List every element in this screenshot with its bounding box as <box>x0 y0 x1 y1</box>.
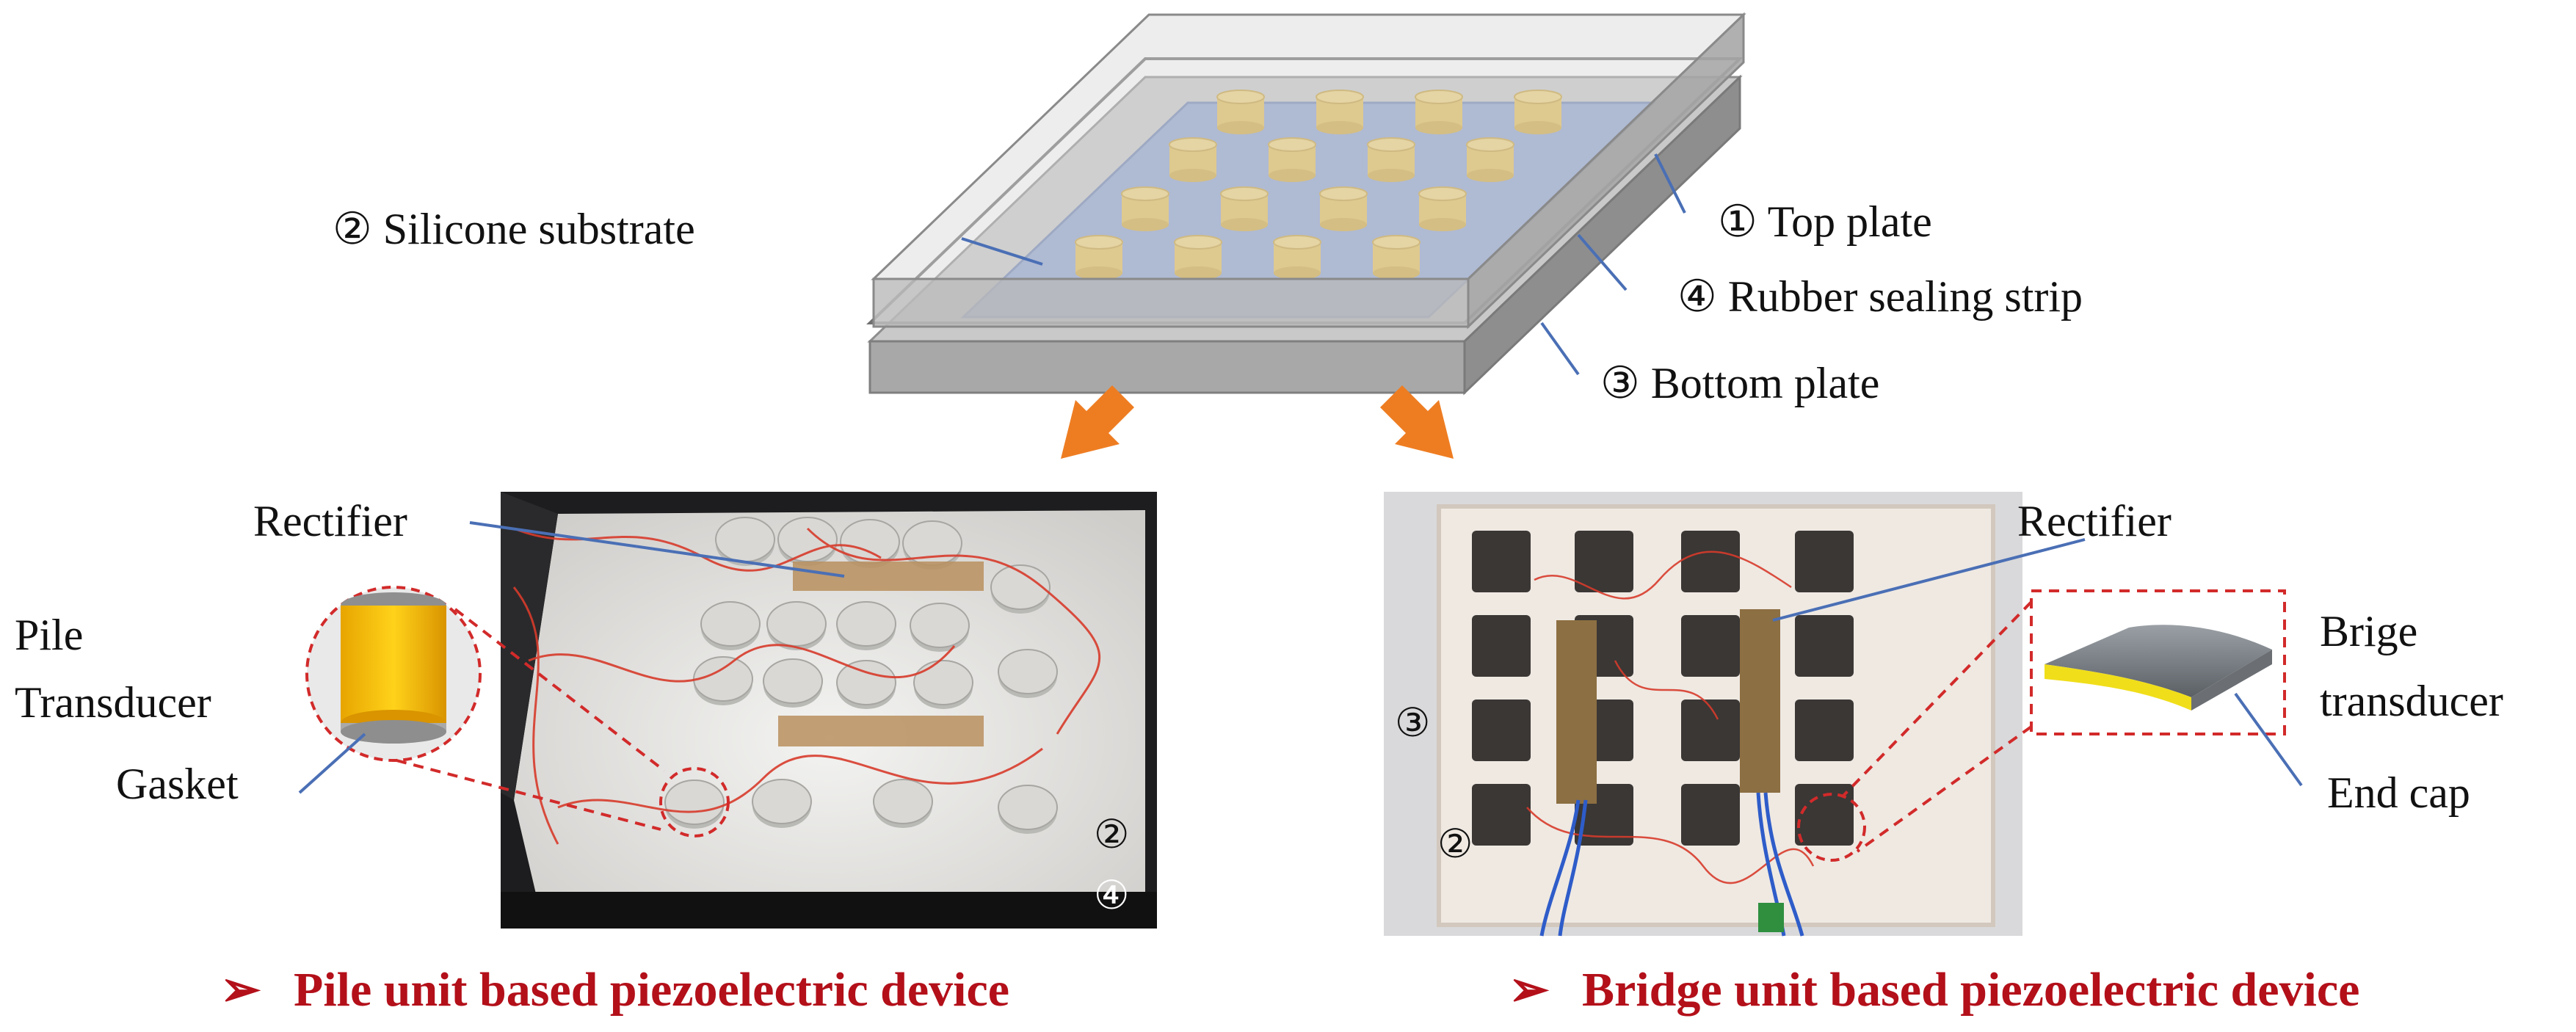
rectifier-board-left <box>1556 620 1597 804</box>
rubber-sealing-strip-label: ④ Rubber sealing strip <box>1677 272 2083 321</box>
caption-left: Pile unit based piezoelectric device <box>294 963 1009 1017</box>
bridge-pad <box>1472 531 1531 592</box>
rectifier-right-leader <box>1772 538 2086 622</box>
gasket-leader <box>298 733 366 794</box>
bridge-pad <box>1795 615 1854 677</box>
rectifier-board-top <box>793 562 984 591</box>
bridge-pad <box>1472 784 1531 846</box>
bridge-pad <box>1795 531 1854 592</box>
photo-marker-2-left: ② <box>1094 811 1129 857</box>
pile-disc <box>693 656 753 705</box>
pile-disc <box>752 779 812 828</box>
transducer-cylinder <box>1418 186 1467 231</box>
bridge-pad <box>1681 531 1740 592</box>
caption-left-bullet: ➢ <box>220 963 261 1017</box>
top-plate-label: ① Top plate <box>1718 197 1932 246</box>
rubber-strip-leader <box>1577 233 1628 291</box>
pile-disc <box>873 779 933 828</box>
transducer-cylinder <box>1372 235 1421 280</box>
pile-disc <box>836 601 896 650</box>
transducer-cylinder <box>1268 137 1316 182</box>
top-plate-leader <box>1654 153 1686 214</box>
transducer-cylinder <box>1174 235 1222 280</box>
gasket-label: Gasket <box>116 760 239 808</box>
bottom-plate-label: ③ Bottom plate <box>1600 359 1879 407</box>
pile-disc <box>777 517 838 566</box>
substrate-leader <box>961 237 1043 266</box>
transducer-cylinder <box>1121 186 1169 231</box>
pile-disc <box>700 601 761 650</box>
pile-device-photo: ② ④ <box>501 492 1157 929</box>
silicone-substrate-label: ② Silicone substrate <box>333 205 695 253</box>
bottom-plate-leader <box>1540 321 1580 376</box>
pile-disc <box>766 601 827 650</box>
pile-disc <box>836 660 896 709</box>
caption-right-bullet: ➢ <box>1509 963 1550 1017</box>
pile-disc <box>913 660 973 709</box>
pile-transducer-discs <box>664 517 1058 834</box>
bridge-pad <box>1681 615 1740 677</box>
rectifier-right-label: Rectifier <box>2017 497 2172 545</box>
device-exploded-view: ① Top plate ② Silicone substrate ④ Rubbe… <box>333 12 2083 407</box>
transducer-cylinder <box>1216 90 1265 134</box>
arrow-right <box>1380 385 1454 459</box>
transducer-cylinder <box>1466 137 1514 182</box>
bridge-device-photo: ③ ② <box>1384 492 2022 937</box>
transducer-cylinder <box>1220 186 1269 231</box>
pile-body <box>341 606 446 723</box>
bridge-pad <box>1472 699 1531 761</box>
transducer-cylinder <box>1367 137 1415 182</box>
transducer-cylinder <box>1316 90 1364 134</box>
end-cap-leader <box>2234 692 2303 787</box>
pile-disc <box>664 780 725 829</box>
transducer-cylinder <box>1075 235 1123 280</box>
pile-label-line2: Transducer <box>15 678 211 727</box>
photo-marker-3-right: ③ <box>1395 699 1430 746</box>
brige-label-line2: transducer <box>2320 677 2503 725</box>
pile-label-line1: Pile <box>15 611 83 659</box>
arrow-left <box>1061 385 1134 459</box>
rectifier-left-label: Rectifier <box>253 497 407 545</box>
photo-marker-2-right: ② <box>1437 821 1473 867</box>
bridge-pad <box>1795 699 1854 761</box>
transducer-cylinder <box>1273 235 1321 280</box>
top-plate <box>871 12 1746 330</box>
pile-transducer-zoom <box>298 586 666 831</box>
pile-disc <box>998 649 1058 698</box>
photo-marker-4-left: ④ <box>1094 872 1129 918</box>
bridge-pad <box>1681 784 1740 846</box>
end-cap-label: End cap <box>2327 768 2470 817</box>
pile-disc <box>910 603 970 652</box>
caption-right: Bridge unit based piezoelectric device <box>1582 963 2359 1017</box>
bridge-pad <box>1472 615 1531 677</box>
pile-disc <box>840 519 900 568</box>
transducer-cylinder <box>1169 137 1217 182</box>
bridge-transducer-zoom <box>1841 589 2303 853</box>
pile-disc <box>763 658 823 708</box>
transducer-cylinder <box>1319 186 1368 231</box>
transducer-array <box>1075 90 1562 280</box>
pile-disc <box>998 785 1058 834</box>
end-cap <box>2045 625 2272 697</box>
piezo-layer <box>2045 664 2191 711</box>
bridge-pad <box>1795 784 1854 846</box>
transducer-cylinder <box>1514 90 1562 134</box>
bridge-pad <box>1575 531 1633 592</box>
rectifier-board-bottom <box>778 716 984 746</box>
pile-disc <box>715 517 775 566</box>
rectifier-board-right <box>1740 609 1780 793</box>
bridge-pad <box>1681 699 1740 761</box>
brige-label-line1: Brige <box>2320 607 2417 655</box>
rectifier-left-leader <box>469 521 845 578</box>
transducer-cylinder <box>1415 90 1463 134</box>
